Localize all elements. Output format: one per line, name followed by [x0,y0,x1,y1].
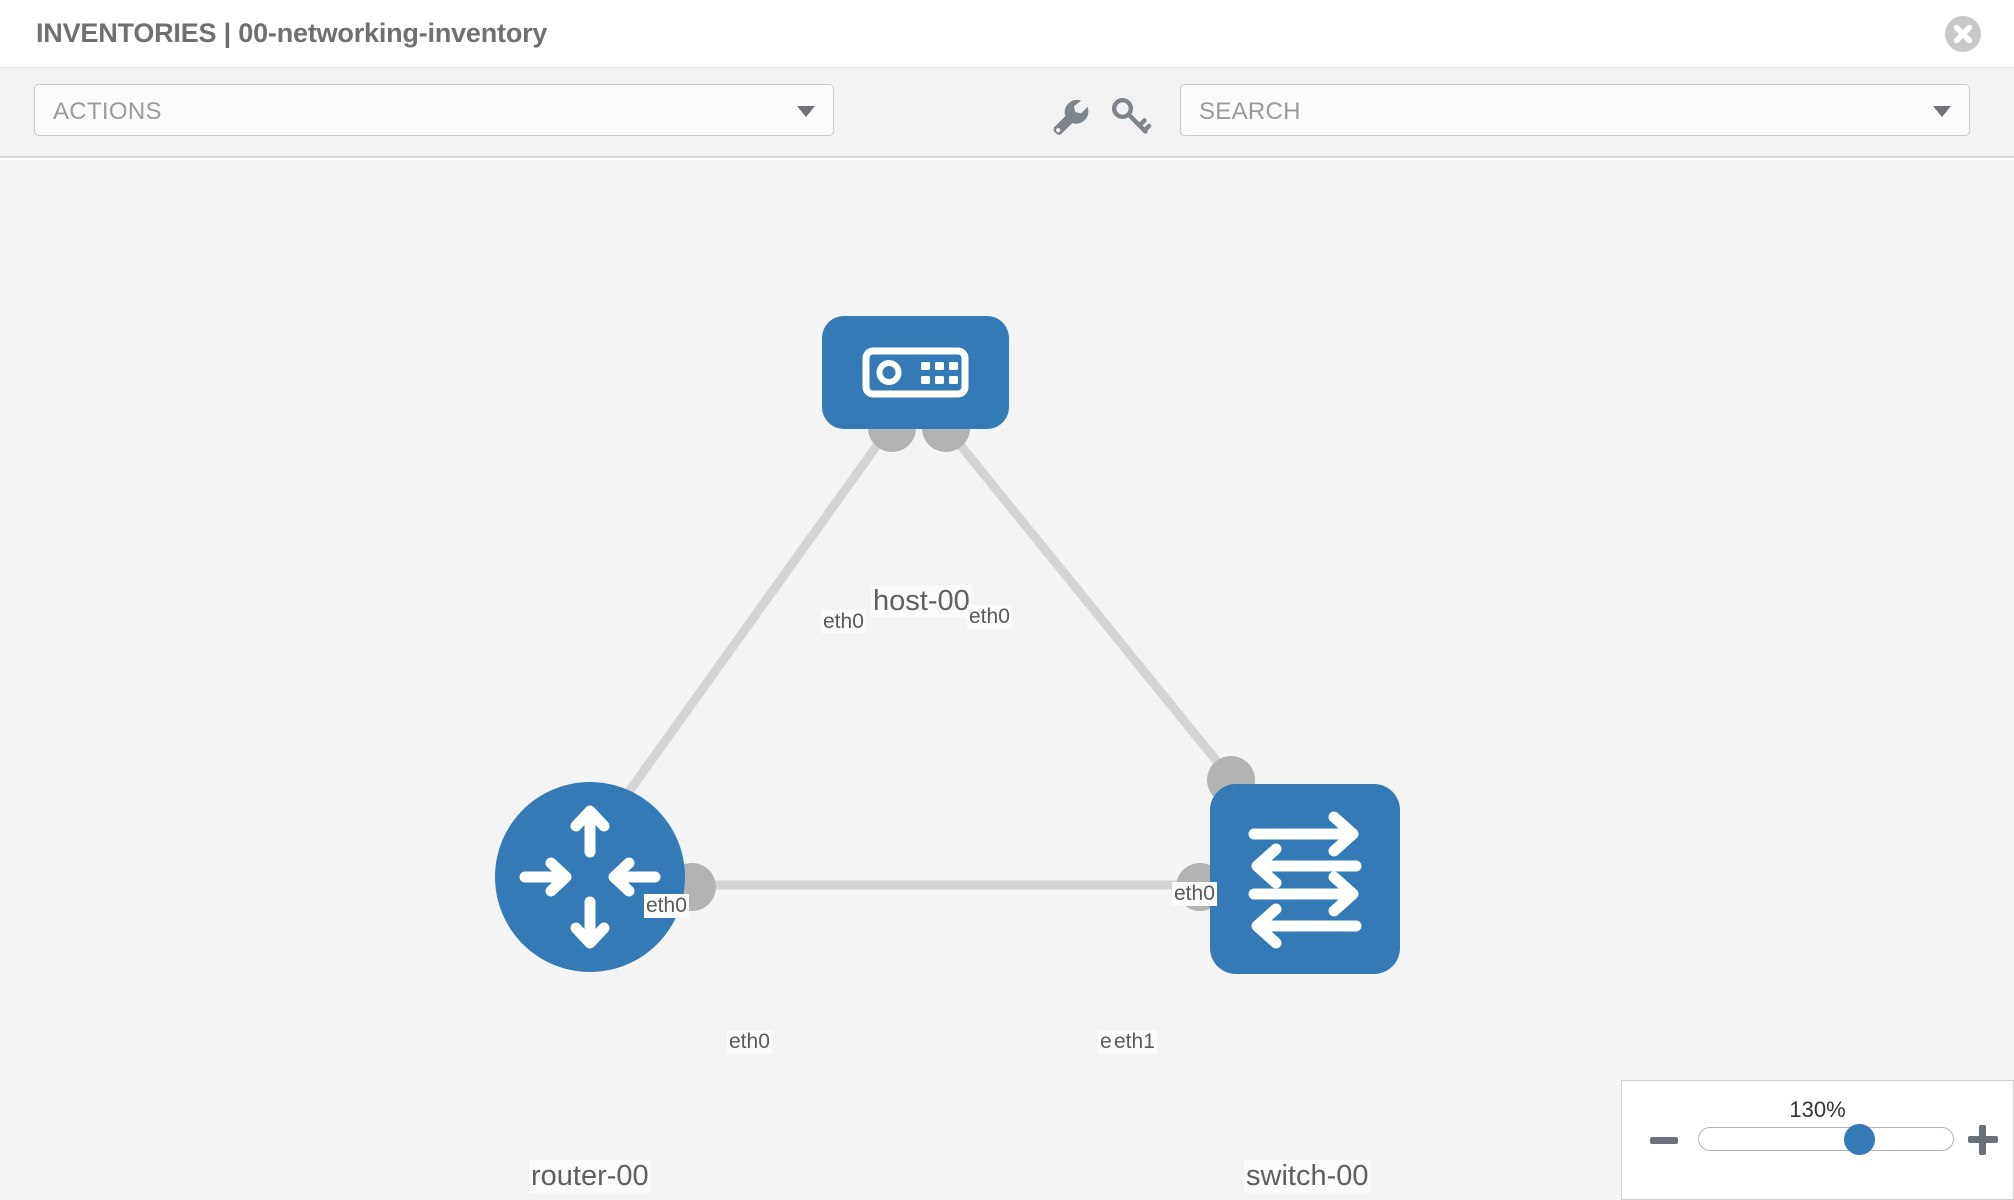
node-label-host-00: host-00 [871,585,972,618]
close-circle-icon[interactable] [1941,12,1985,56]
port-markers [668,404,1255,911]
link-host-router [596,427,892,835]
page-header: INVENTORIES | 00-networking-inventory [0,0,2014,68]
actions-dropdown[interactable]: ACTIONS [34,84,834,136]
node-label-router-00: router-00 [529,1160,651,1193]
zoom-level-label: 130% [1789,1097,1846,1122]
node-label-switch-00: switch-00 [1244,1160,1371,1193]
search-input[interactable]: SEARCH [1180,84,1970,136]
topology-canvas[interactable]: host-00 router-00 switch-00 eth0 eth0 et… [0,160,2014,1200]
node-router-00[interactable] [495,782,685,972]
iface-label-host-right: eth0 [967,605,1012,629]
iface-label-switch-left-b: eth1 [1112,1030,1157,1054]
node-switch-00[interactable] [1210,784,1400,974]
zoom-slider-thumb[interactable] [1844,1124,1875,1155]
link-host-switch [944,427,1236,783]
zoom-in-button[interactable] [1968,1125,1998,1155]
actions-dropdown-label: ACTIONS [53,98,162,125]
node-host-00[interactable] [822,316,1009,429]
page-title: INVENTORIES | 00-networking-inventory [36,18,548,48]
wrench-icon[interactable] [1044,92,1092,140]
iface-label-router-up: eth0 [644,894,689,918]
zoom-control-panel: 130% [1621,1080,2014,1200]
zoom-slider-track[interactable] [1698,1127,1954,1151]
zoom-out-button[interactable] [1650,1137,1678,1144]
iface-label-host-left: eth0 [821,610,866,634]
iface-label-router-right: eth0 [727,1030,772,1054]
key-icon[interactable] [1106,92,1154,140]
search-input-placeholder: SEARCH [1199,98,1301,125]
iface-label-switch-up: eth0 [1172,882,1217,906]
chevron-down-icon [797,106,815,117]
chevron-down-icon [1933,106,1951,117]
